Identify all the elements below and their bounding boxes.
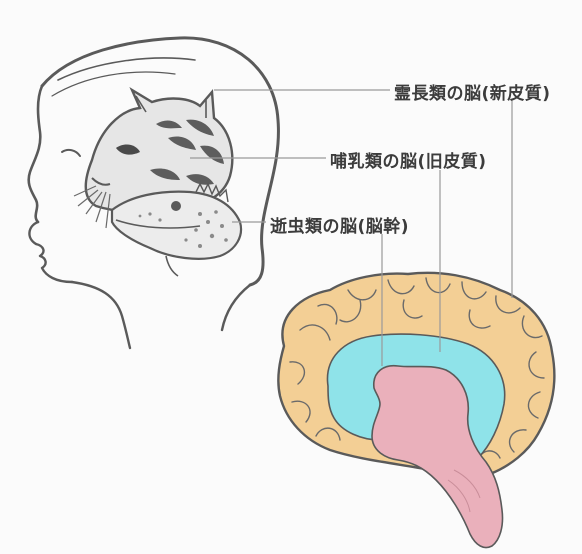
chin-outline bbox=[36, 244, 72, 282]
label-reptile-brainstem: 逝虫類の脳(脳幹) bbox=[270, 212, 409, 237]
hair-strand bbox=[52, 72, 175, 96]
lizard-eye bbox=[171, 201, 181, 211]
brain-diagram bbox=[278, 273, 554, 548]
label-primate-neocortex: 霊長類の脳(新皮質) bbox=[394, 79, 551, 104]
eye-outline bbox=[62, 150, 80, 156]
face-profile bbox=[29, 86, 42, 222]
hair-strand bbox=[58, 58, 195, 80]
label-mammal-paleocortex: 哺乳類の脳(旧皮質) bbox=[330, 147, 487, 172]
lizard-neck bbox=[166, 256, 178, 276]
neck-front bbox=[72, 282, 130, 348]
neck-back bbox=[222, 285, 250, 330]
nose-outline bbox=[29, 222, 38, 244]
